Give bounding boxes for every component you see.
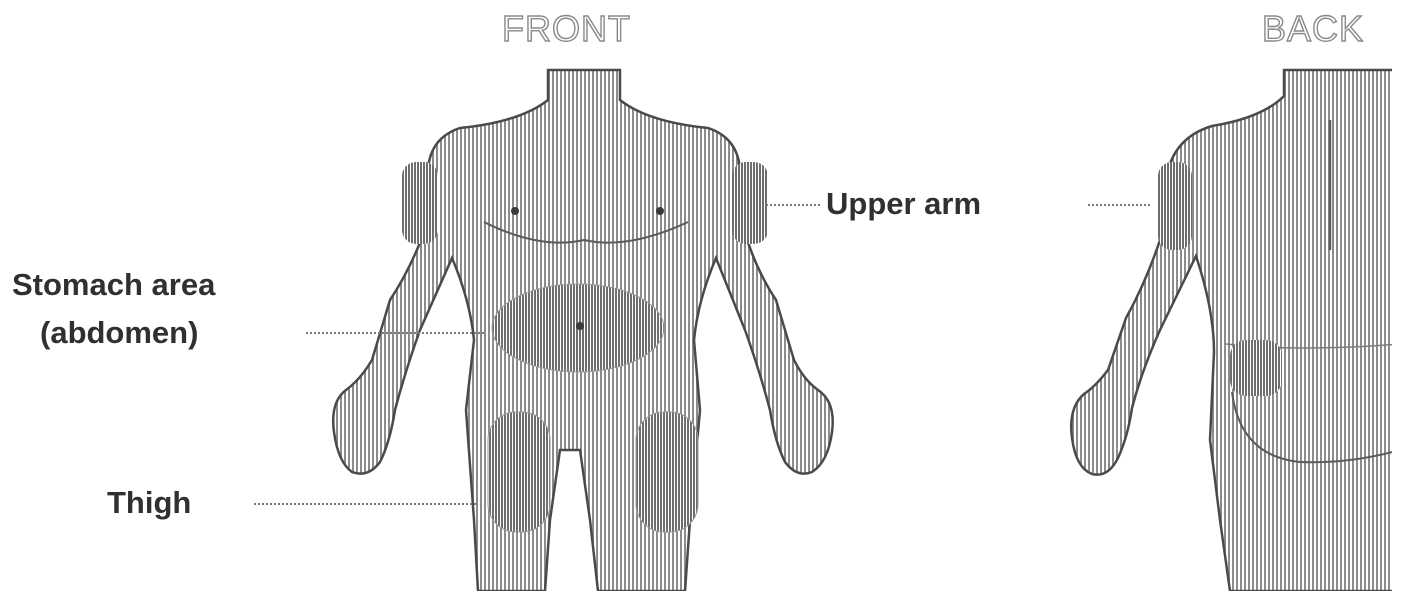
right-thigh-zone [636, 412, 698, 532]
back-view-title: BACK [1262, 8, 1364, 50]
thigh-label: Thigh [107, 484, 191, 521]
back-body-figure [1071, 70, 1403, 591]
right-nipple-mark [656, 207, 664, 215]
upper-arm-label: Upper arm [826, 185, 981, 222]
left-thigh-zone [488, 412, 550, 532]
left-nipple-mark [511, 207, 519, 215]
navel-mark [576, 322, 584, 330]
back-upper-arm-zone [1158, 162, 1192, 250]
stomach-area-label: Stomach area [12, 266, 215, 303]
back-body-outline [1071, 70, 1403, 591]
right-upper-arm-zone [732, 162, 768, 244]
left-upper-arm-zone [402, 162, 438, 244]
front-view-title: FRONT [502, 8, 631, 50]
front-body-figure [333, 70, 833, 591]
abdomen-label: (abdomen) [40, 314, 198, 351]
back-buttock-zone [1230, 340, 1282, 396]
